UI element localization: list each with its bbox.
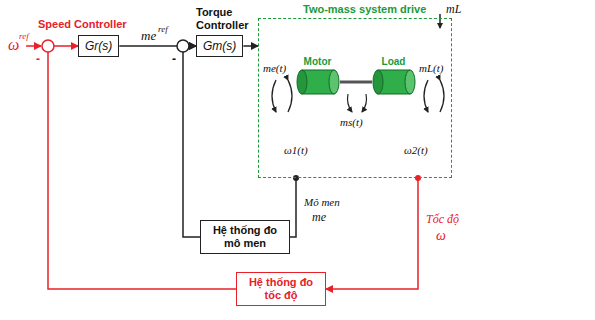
signal-label: Speed Controller	[38, 18, 127, 30]
summing-junction	[42, 40, 54, 52]
signal-label: Tốc độ	[426, 212, 459, 227]
node-text: Gr(s)	[85, 39, 112, 53]
measure-dot	[293, 175, 299, 181]
block-box: Hệ thống đo tốc độ	[236, 272, 326, 306]
signal-label: Mô men	[304, 196, 340, 208]
signal-connector	[183, 46, 200, 237]
node-text: Hệ thống đo mô men	[213, 224, 277, 249]
node-text: Two-mass system drive	[303, 3, 426, 15]
signal-label: ω	[8, 36, 19, 54]
signal-label: ω2(t)	[404, 144, 428, 156]
summing-junction	[177, 40, 189, 52]
signal-label: me(t)	[263, 62, 286, 74]
signal-connector	[290, 178, 296, 237]
torque-arrow	[288, 80, 292, 112]
shaft-torque-arrow	[362, 94, 367, 112]
torque-arrow	[424, 80, 428, 112]
block-box: Hệ thống đo mô men	[200, 220, 290, 254]
mass-node: Motor	[296, 55, 340, 96]
torque-arrow	[272, 80, 276, 112]
signal-label: mL(t)	[419, 62, 443, 74]
signal-label: me	[312, 210, 326, 225]
node-text: Hệ thống đo tốc độ	[249, 276, 313, 301]
torque-arrow	[440, 80, 444, 112]
signal-label: ms(t)	[340, 116, 363, 128]
signal-label: -	[172, 52, 176, 66]
signal-label: ref	[158, 24, 168, 34]
mass-cylinder	[296, 68, 340, 96]
signal-label: ref	[19, 31, 29, 41]
mass-node: Load	[372, 55, 416, 96]
mass-cylinder	[372, 68, 416, 96]
node-text: Load	[372, 55, 416, 68]
measure-dot	[415, 175, 421, 181]
signal-connector	[243, 45, 258, 47]
shaft	[340, 81, 372, 84]
block-box: Gm(s)	[196, 35, 243, 57]
signal-label: ω	[436, 228, 446, 244]
block-box: Gr(s)	[78, 35, 119, 57]
signal-label: ω1(t)	[284, 144, 308, 156]
signal-label: mL	[446, 2, 461, 17]
node-text: Motor	[296, 55, 340, 68]
reference-wire	[26, 45, 41, 47]
signal-label: Torque Controller	[196, 6, 258, 32]
load-arrow	[439, 14, 441, 28]
signal-connector	[326, 178, 418, 289]
node-text: Gm(s)	[203, 39, 236, 53]
signal-label: me	[141, 28, 156, 44]
signal-label: -	[36, 52, 40, 66]
shaft-torque-arrow	[348, 94, 353, 112]
